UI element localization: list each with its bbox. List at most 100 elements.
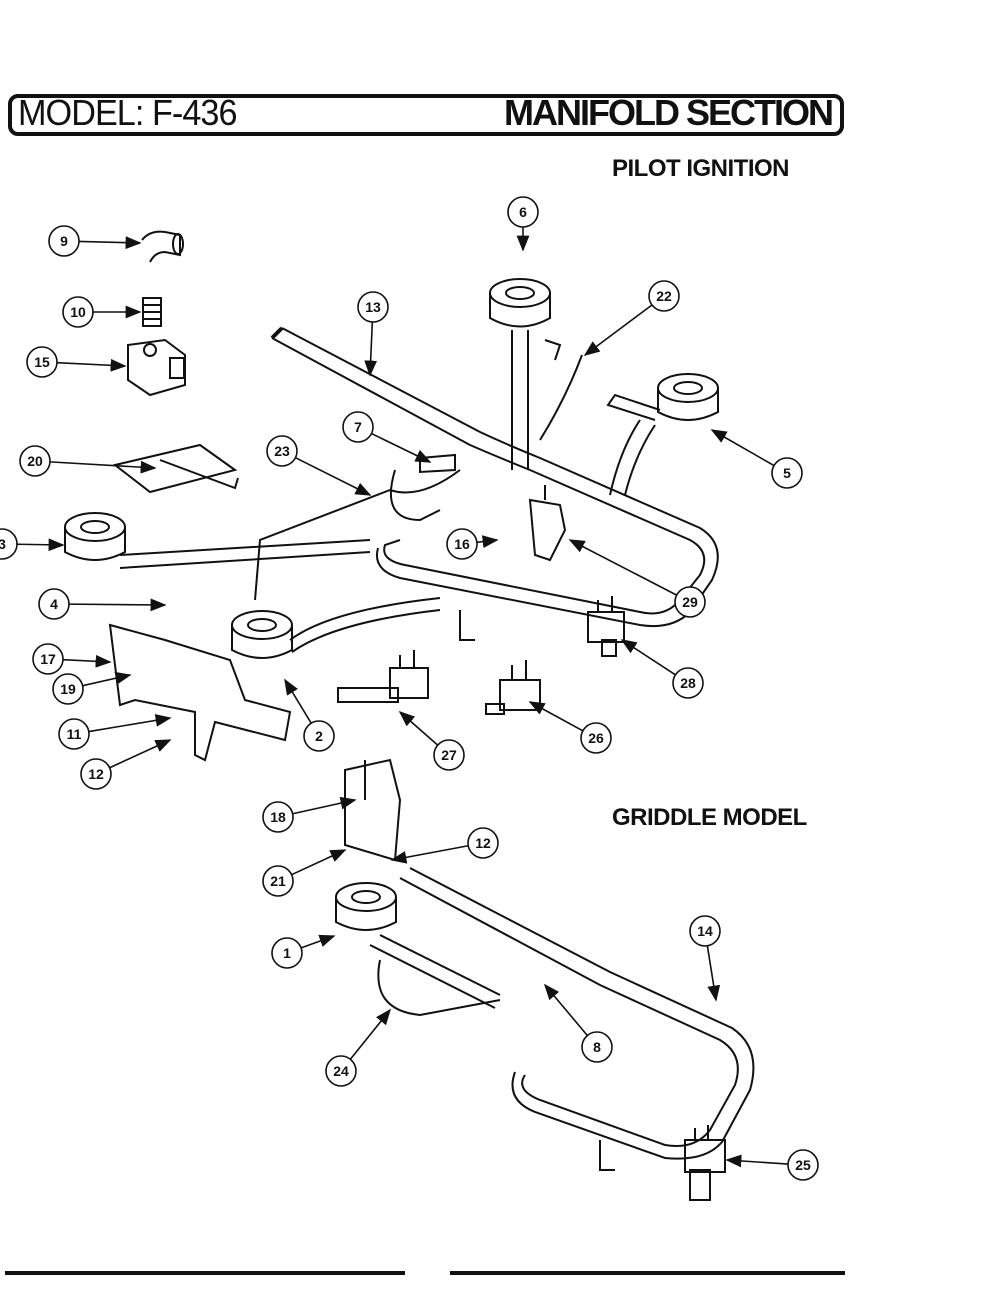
valve-28	[587, 596, 625, 657]
leader-line	[476, 535, 499, 548]
callout-circle	[303, 720, 335, 752]
burner-6	[489, 278, 562, 470]
leader-line	[16, 538, 65, 552]
callout-27: 27	[398, 710, 465, 771]
leader-line	[291, 849, 347, 876]
callout-number: 19	[60, 681, 76, 697]
callout-circle	[52, 673, 84, 705]
callout-number: 22	[656, 288, 672, 304]
callout-26: 26	[528, 701, 612, 754]
callout-16: 16	[446, 528, 499, 560]
leader-line	[284, 678, 312, 724]
callout-22: 22	[583, 280, 680, 356]
callout-number: 18	[270, 809, 286, 825]
callout-number: 12	[475, 835, 491, 851]
leader-line	[56, 358, 127, 372]
leader-line	[88, 714, 172, 733]
leader-line	[292, 796, 357, 815]
callout-number: 28	[680, 675, 696, 691]
callout-number: 6	[519, 204, 527, 220]
callout-circle	[19, 445, 51, 477]
griddle-model-heading: GRIDDLE MODEL	[612, 804, 807, 831]
callout-circle	[771, 457, 803, 489]
footer-rule-right	[450, 1271, 845, 1275]
leader-line	[364, 321, 378, 377]
footer-rule-left	[5, 1271, 405, 1275]
pilot-tube-22	[539, 354, 583, 441]
callout-29: 29	[568, 539, 706, 618]
leader-line	[543, 983, 588, 1037]
leader-line	[349, 1008, 392, 1060]
callout-9: 9	[48, 225, 142, 257]
callout-circle	[672, 667, 704, 699]
callout-12: 12	[390, 827, 499, 864]
leader-line	[568, 539, 678, 596]
callout-4: 4	[38, 588, 167, 620]
callout-circle	[507, 196, 539, 228]
leader-line	[620, 639, 676, 676]
pilot-ignition-heading: PILOT IGNITION	[612, 155, 790, 182]
callout-circle	[580, 722, 612, 754]
callout-circle	[446, 528, 478, 560]
section-title: MANIFOLD SECTION	[504, 92, 834, 133]
callout-number: 16	[454, 536, 470, 552]
callout-number: 11	[67, 726, 82, 742]
valve-25	[684, 1125, 726, 1201]
callout-19: 19	[52, 671, 132, 705]
callout-circle	[648, 280, 680, 312]
burner-3	[64, 512, 371, 569]
callout-3: 3	[0, 528, 65, 560]
callout-number: 8	[593, 1039, 601, 1055]
leader-line	[528, 701, 584, 732]
callout-8: 8	[543, 983, 613, 1063]
callout-28: 28	[620, 639, 704, 699]
callout-circle	[467, 827, 499, 859]
pilot-bracket-17	[108, 623, 292, 762]
bracket-20	[112, 443, 239, 494]
callout-number: 4	[50, 596, 58, 612]
callout-number: 3	[0, 536, 6, 552]
callout-number: 10	[70, 304, 86, 320]
callout-21: 21	[262, 849, 347, 897]
callout-6: 6	[507, 196, 539, 252]
callout-number: 5	[783, 465, 791, 481]
regulator-15	[127, 338, 186, 397]
callout-number: 1	[283, 945, 291, 961]
leader-line	[49, 460, 157, 474]
elbow-9	[141, 230, 184, 263]
callout-number: 15	[34, 354, 50, 370]
callout-number: 27	[441, 747, 457, 763]
leader-line	[398, 710, 439, 746]
valve-26	[485, 660, 541, 715]
callout-circle	[787, 1149, 819, 1181]
callout-11: 11	[58, 714, 172, 750]
burner-1	[335, 882, 501, 1017]
fitting-7	[419, 453, 456, 474]
callout-number: 23	[274, 443, 290, 459]
callout-18: 18	[262, 796, 357, 833]
leader-line	[300, 934, 336, 949]
callout-circle	[80, 758, 112, 790]
callout-23: 23	[266, 435, 372, 496]
callout-circle	[357, 291, 389, 323]
callout-17: 17	[32, 643, 112, 675]
callout-number: 13	[365, 299, 381, 315]
pilot-bracket-18	[344, 758, 402, 862]
callout-circle	[262, 801, 294, 833]
callout-5: 5	[710, 429, 803, 489]
callout-circle	[0, 528, 18, 560]
callout-13: 13	[357, 291, 389, 377]
callout-number: 25	[795, 1157, 811, 1173]
leader-line	[82, 671, 132, 687]
callout-number: 2	[315, 728, 323, 744]
leader-line	[706, 945, 721, 1002]
callout-25: 25	[725, 1149, 819, 1181]
callout-number: 29	[682, 594, 698, 610]
callout-12: 12	[80, 739, 172, 790]
callout-circle	[271, 937, 303, 969]
callout-1: 1	[271, 934, 336, 969]
leader-line	[583, 304, 653, 356]
callout-number: 20	[27, 453, 43, 469]
callout-circle	[433, 739, 465, 771]
leader-line	[390, 844, 469, 864]
